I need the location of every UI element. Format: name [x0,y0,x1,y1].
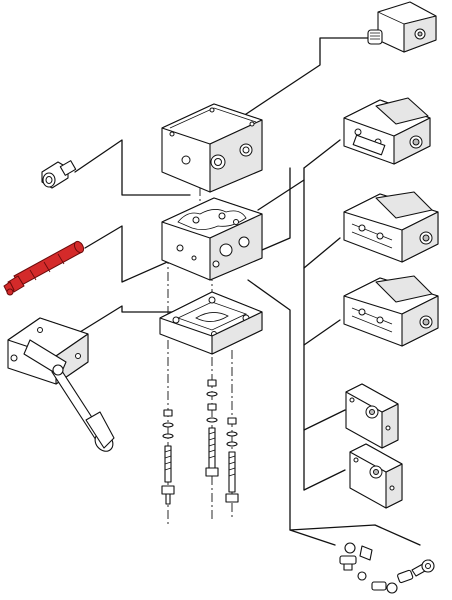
valve-base-plate-icon [159,291,263,355]
cable-connector-top-icon [367,1,437,53]
leader-lines [74,37,421,546]
valve-body-block-icon [161,197,263,281]
valve-cover-block-icon [161,103,263,193]
cover-plate-2-icon [349,443,403,509]
mounting-bolt-set-icon [161,379,239,505]
solenoid-module-2-icon [343,191,439,263]
solenoid-module-1-icon [343,97,431,165]
highlighted-lever-shaft-icon [3,240,85,296]
solenoid-module-3-icon [343,275,439,347]
screw-plug-icon [41,160,77,189]
hand-lever-icon [7,317,115,452]
cover-plate-1-icon [345,383,399,449]
screw-kit-icon [339,542,435,594]
